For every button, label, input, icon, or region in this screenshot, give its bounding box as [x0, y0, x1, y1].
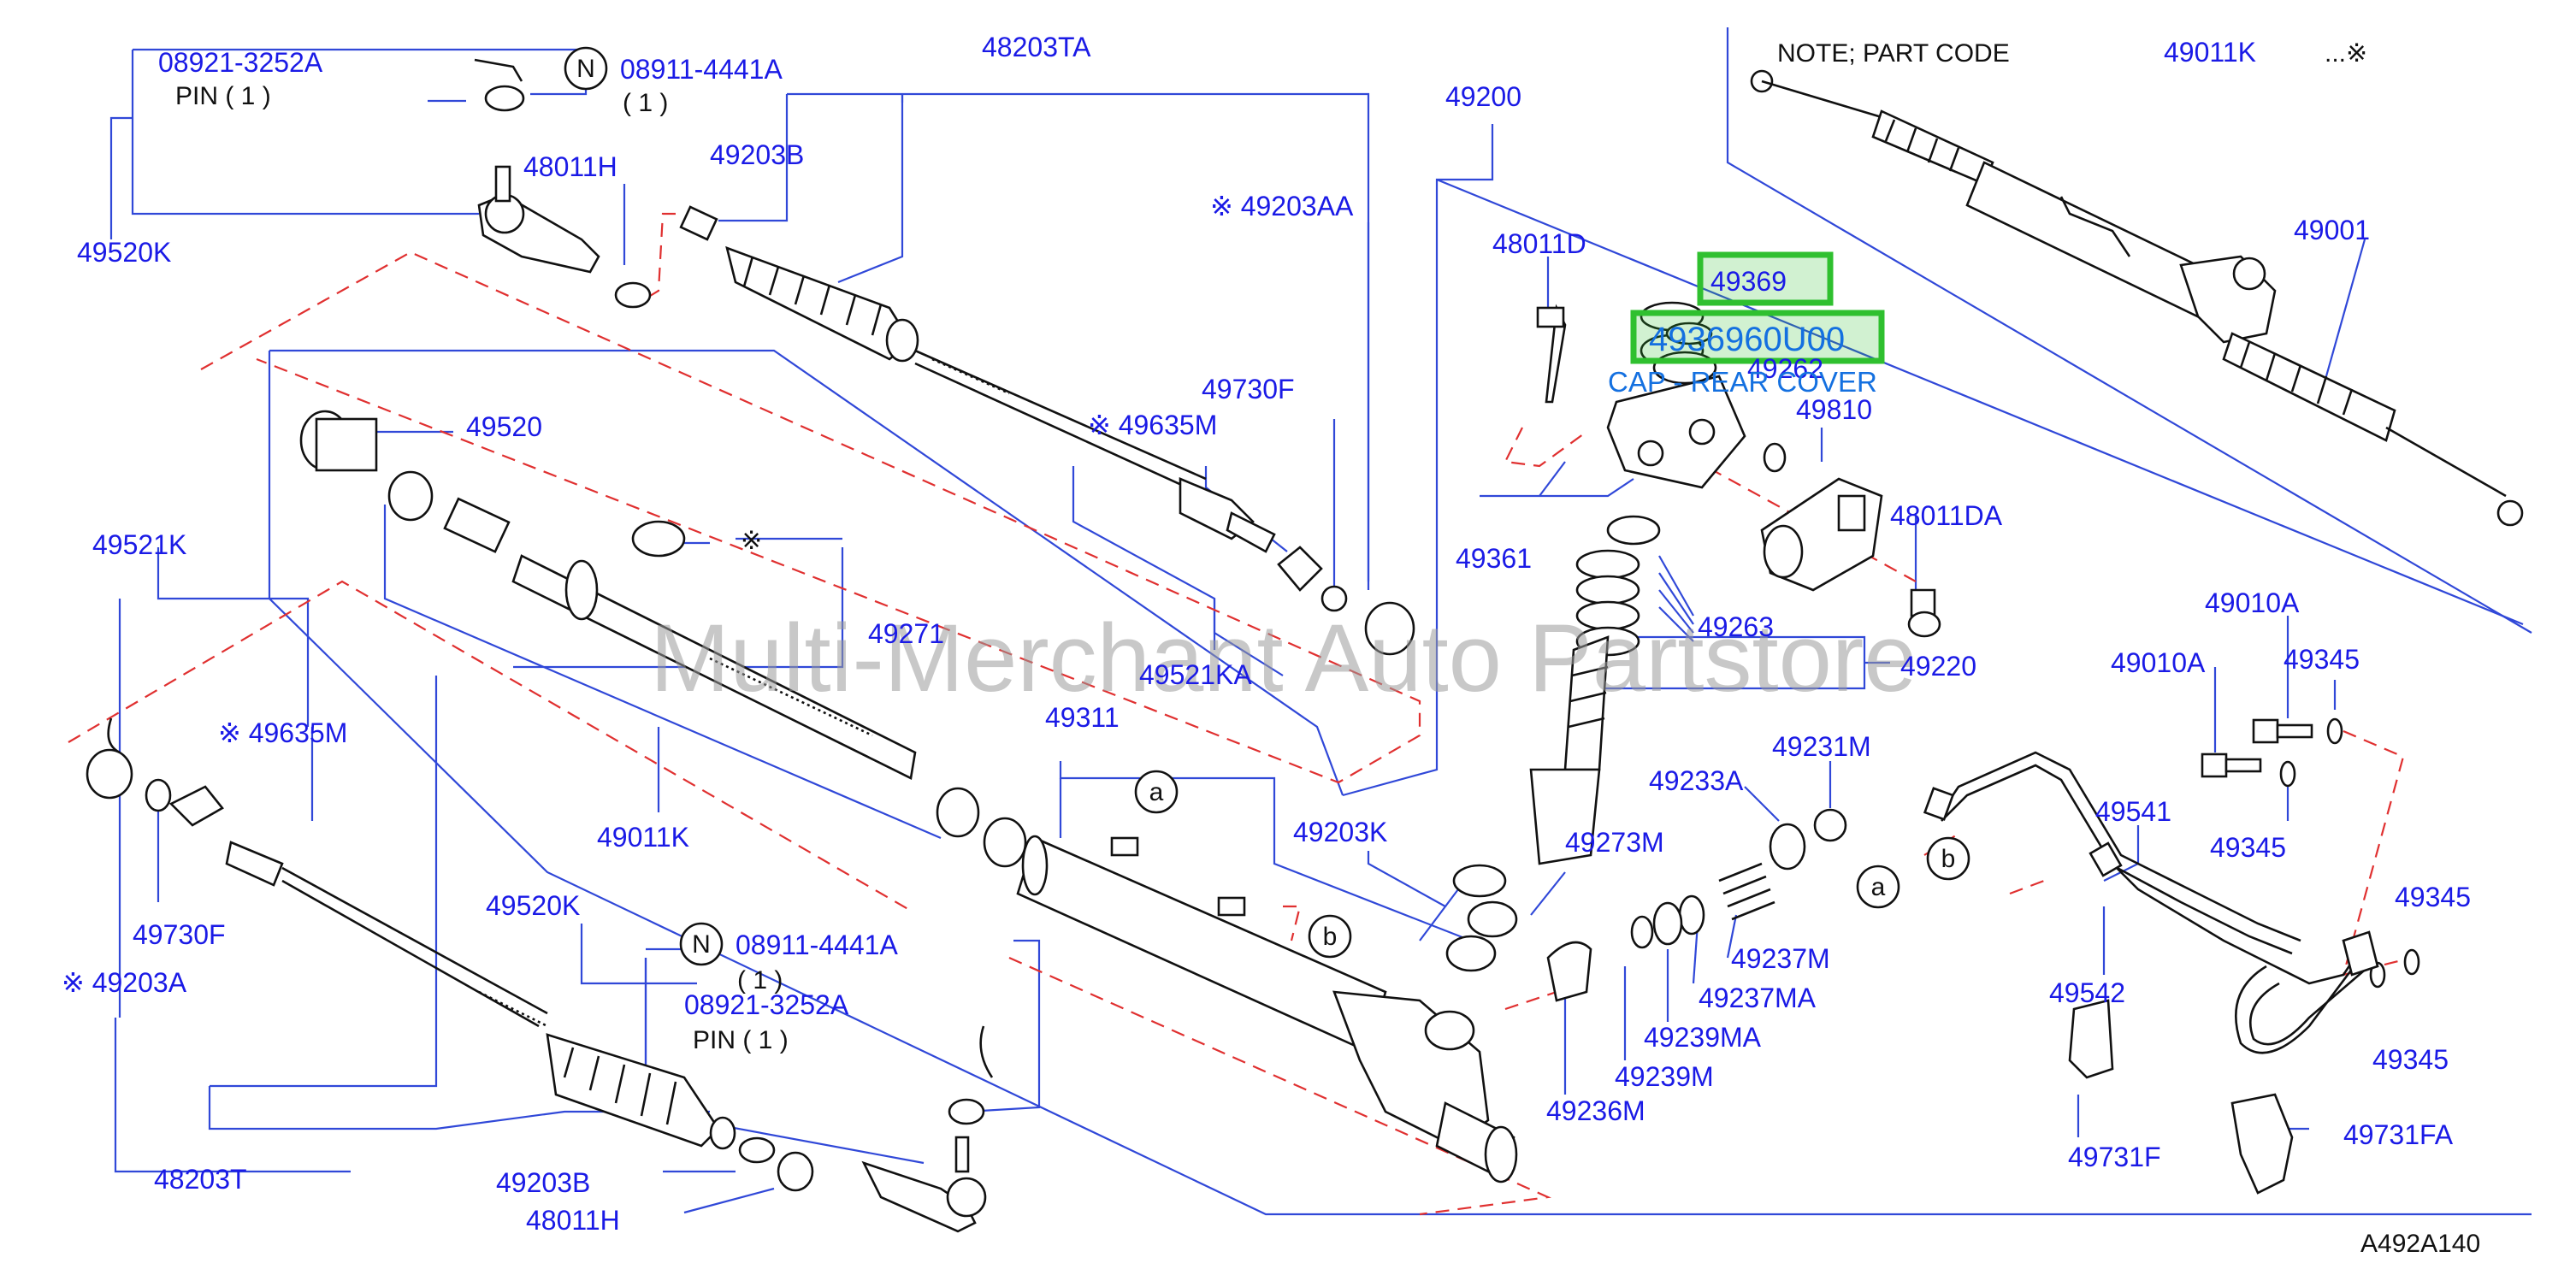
callout-a-top: a — [1149, 778, 1164, 806]
component-drawings — [86, 58, 2524, 1233]
highlight-box-part — [1697, 251, 1834, 306]
label-part-number[interactable]: 4936960U00 — [1649, 321, 1845, 358]
label-49010a-b[interactable]: 49010A — [2111, 647, 2206, 678]
callout-circle-n — [564, 46, 608, 91]
label-49635m-bottom[interactable]: ※ 49635M — [218, 717, 347, 748]
label-49203a[interactable]: ※ 49203A — [62, 967, 187, 998]
label-48011d[interactable]: 48011D — [1492, 228, 1586, 259]
callout-circle-a — [1856, 865, 1900, 909]
label-49236m[interactable]: 49236M — [1546, 1095, 1645, 1126]
leader-lines — [109, 27, 2532, 1216]
label-49233a[interactable]: 49233A — [1649, 765, 1744, 796]
callout-n-bottom: N — [692, 930, 711, 959]
label-49361[interactable]: 49361 — [1456, 543, 1532, 574]
label-49271[interactable]: 49271 — [868, 618, 944, 649]
label-49001[interactable]: 49001 — [2294, 215, 2370, 245]
label-08911-4441a-bottom[interactable]: 08911-4441A — [736, 930, 898, 960]
note-text: NOTE; PART CODE — [1777, 39, 2010, 68]
label-49345-c[interactable]: 49345 — [2395, 882, 2471, 912]
label-08921-3252a-top[interactable]: 08921-3252A — [158, 47, 323, 78]
label-49239m[interactable]: 49239M — [1615, 1061, 1714, 1092]
label-48011da[interactable]: 48011DA — [1890, 500, 2003, 531]
seals-and-springs — [1445, 808, 1847, 1002]
note-block: NOTE; PART CODE 49011K ...※ — [1777, 37, 2367, 68]
label-qty-bottom: ( 1 ) — [737, 966, 783, 995]
label-49237ma[interactable]: 49237MA — [1699, 983, 1817, 1013]
note-code[interactable]: 49011K — [2164, 37, 2256, 68]
label-49203b-bottom[interactable]: 49203B — [496, 1167, 590, 1198]
callout-n-top: N — [576, 55, 595, 83]
boot-top — [679, 205, 1415, 656]
label-49200[interactable]: 49200 — [1445, 81, 1521, 112]
pinion-and-rear-cover — [1529, 301, 1787, 865]
label-49203b-top[interactable]: 49203B — [710, 139, 804, 170]
label-part-description: CAP - REAR COVER — [1608, 366, 1877, 398]
label-49520[interactable]: 49520 — [466, 411, 542, 442]
label-49203k[interactable]: 49203K — [1293, 817, 1387, 847]
callout-b-right: b — [1941, 845, 1956, 873]
label-49810[interactable]: 49810 — [1796, 394, 1872, 425]
label-49010a-a[interactable]: 49010A — [2205, 587, 2300, 618]
label-highlight-part[interactable]: 49369 — [1710, 266, 1787, 297]
label-49521k[interactable]: 49521K — [92, 529, 186, 560]
highlight-group — [1630, 251, 1885, 364]
bolts-and-washers — [2201, 717, 2420, 989]
inner-tie-rod-left — [86, 717, 548, 1028]
tie-rod-end-top — [474, 58, 652, 309]
label-49271-mark: ※ — [741, 527, 762, 555]
label-49730f-top[interactable]: 49730F — [1202, 374, 1295, 404]
label-49520k-top[interactable]: 49520K — [77, 237, 171, 268]
label-48203ta[interactable]: 48203TA — [982, 32, 1091, 62]
drawing-id: A492A140 — [2360, 1230, 2480, 1258]
label-08911-4441a-top[interactable]: 08911-4441A — [620, 54, 783, 85]
callout-a-right: a — [1871, 873, 1886, 901]
hydraulic-tubes — [1923, 751, 2379, 1195]
sensor-assembly — [1760, 477, 1941, 638]
label-49231m[interactable]: 49231M — [1772, 731, 1871, 762]
part-labels: 08921-3252A PIN ( 1 ) 08911-4441A ( 1 ) … — [62, 32, 2471, 1236]
label-08921-3252a-bottom[interactable]: 08921-3252A — [684, 989, 849, 1020]
label-48011h-top[interactable]: 48011H — [523, 151, 617, 182]
callout-circle-b — [1308, 914, 1352, 959]
highlight-box-part-number — [1630, 310, 1885, 364]
label-49541[interactable]: 49541 — [2095, 796, 2171, 827]
complete-steering-gear — [1750, 69, 2524, 527]
label-49011k[interactable]: 49011K — [597, 822, 689, 853]
label-pin-bottom: PIN ( 1 ) — [693, 1026, 789, 1054]
label-49262[interactable]: 49262 — [1747, 353, 1823, 384]
callout-b-left: b — [1323, 923, 1338, 951]
label-49521ka[interactable]: 49521KA — [1139, 659, 1252, 690]
label-49730f-bottom[interactable]: 49730F — [133, 919, 226, 950]
callout-circle-n — [679, 922, 724, 966]
label-48011h-bottom[interactable]: 48011H — [526, 1205, 620, 1236]
rack-assembly — [299, 410, 1027, 868]
label-49263[interactable]: 49263 — [1698, 611, 1774, 642]
label-49542[interactable]: 49542 — [2049, 977, 2125, 1008]
label-qty-top: ( 1 ) — [623, 89, 668, 117]
label-49345-b[interactable]: 49345 — [2210, 832, 2286, 863]
label-49731f[interactable]: 49731F — [2068, 1142, 2161, 1172]
label-49237m[interactable]: 49237M — [1731, 943, 1830, 974]
note-mark: ...※ — [2325, 39, 2367, 68]
label-48203t[interactable]: 48203T — [154, 1164, 247, 1195]
label-49203aa[interactable]: ※ 49203AA — [1210, 191, 1354, 221]
gear-housing — [1016, 835, 1518, 1183]
label-49311[interactable]: 49311 — [1045, 702, 1120, 733]
callout-circle-b — [1926, 836, 1970, 881]
callout-circle-a — [1134, 770, 1179, 814]
boot-bottom — [546, 1025, 994, 1233]
callout-markers: a b a b N N — [564, 46, 1970, 966]
label-49520k-bottom[interactable]: 49520K — [486, 890, 580, 921]
label-49345-d[interactable]: 49345 — [2372, 1044, 2449, 1075]
label-49239ma[interactable]: 49239MA — [1644, 1022, 1762, 1053]
assembly-dashed-lines — [68, 212, 2413, 1216]
watermark: Multi-Merchant Auto Partstore — [650, 605, 1917, 711]
label-49220[interactable]: 49220 — [1900, 651, 1976, 682]
label-pin-top: PIN ( 1 ) — [175, 82, 271, 110]
label-49731fa[interactable]: 49731FA — [2343, 1119, 2454, 1150]
label-49345-a[interactable]: 49345 — [2284, 644, 2360, 675]
label-49273m[interactable]: 49273M — [1565, 827, 1664, 858]
label-49635m-top[interactable]: ※ 49635M — [1088, 410, 1217, 440]
